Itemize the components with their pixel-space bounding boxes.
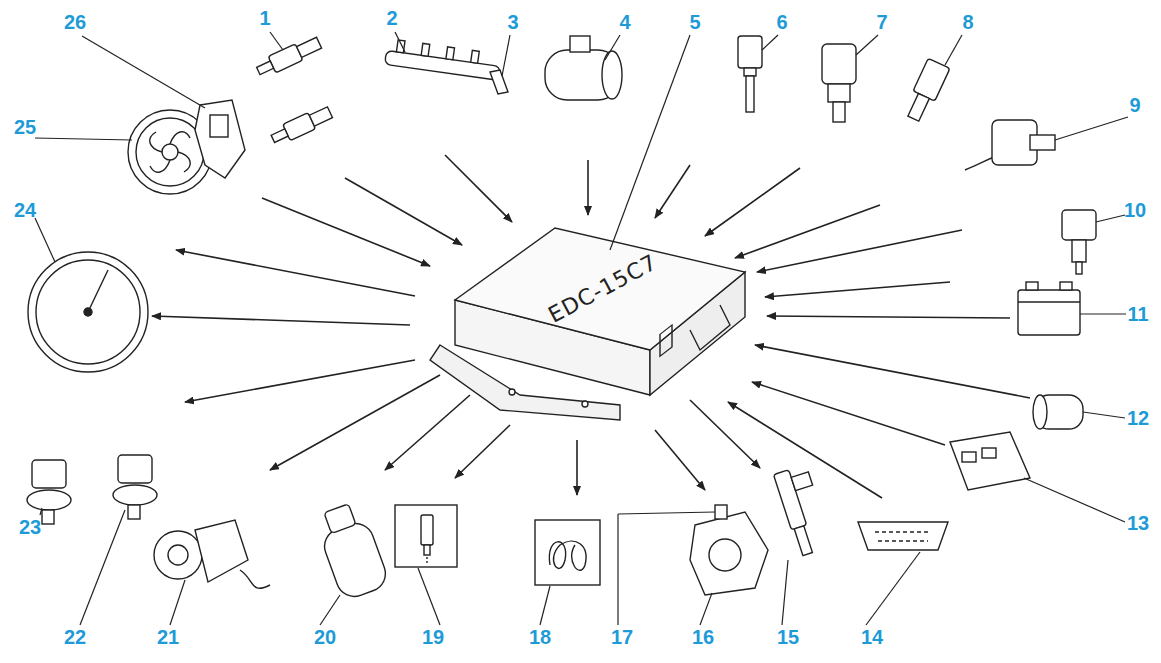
callout-number: 3 — [507, 11, 518, 33]
callout-number: 16 — [692, 626, 714, 648]
callout-number: 14 — [861, 626, 883, 648]
callout-number: 7 — [876, 11, 887, 33]
callout-number: 8 — [962, 11, 973, 33]
callout-number: 12 — [1127, 407, 1149, 429]
callout-number: 2 — [386, 7, 397, 29]
callout-number: 6 — [776, 11, 787, 33]
callout-number: 18 — [529, 626, 551, 648]
callout-number: 4 — [619, 11, 630, 33]
callout-number: 24 — [14, 199, 36, 221]
callout-number: 20 — [314, 626, 336, 648]
callout-number: 23 — [19, 516, 41, 538]
callout-number: 17 — [611, 626, 633, 648]
callout-number: 1 — [259, 7, 270, 29]
callout-number: 9 — [1129, 94, 1140, 116]
callout-number: 15 — [777, 626, 799, 648]
callout-number: 21 — [157, 626, 179, 648]
callout-number: 5 — [689, 11, 700, 33]
callout-number: 19 — [422, 626, 444, 648]
callout-number: 25 — [14, 116, 36, 138]
callout-number: 11 — [1127, 303, 1148, 325]
callout-number: 22 — [64, 626, 86, 648]
callout-number: 26 — [64, 11, 86, 33]
callout-number: 13 — [1127, 512, 1149, 534]
callout-number: 10 — [1124, 199, 1146, 221]
